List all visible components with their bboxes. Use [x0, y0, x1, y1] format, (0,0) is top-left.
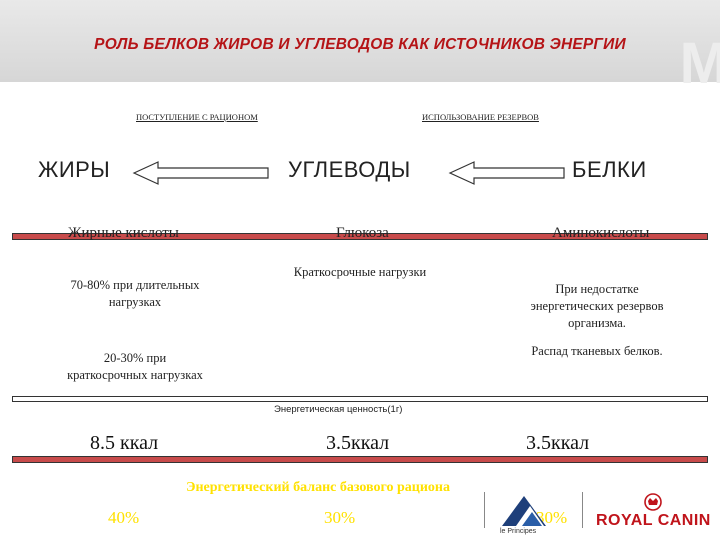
header-band: M РОЛЬ БЕЛКОВ ЖИРОВ И УГЛЕВОДОВ КАК ИСТО…	[0, 0, 720, 96]
fats-energy: 8.5 ккал	[90, 432, 159, 454]
proteins-percent: 30%	[536, 508, 568, 527]
carbs-percent: 30%	[324, 508, 356, 527]
fatty-acids-heading: Жирные кислоты	[68, 225, 179, 241]
glucose-heading: Глюкоза	[336, 225, 389, 241]
logo-divider	[484, 492, 485, 528]
proteins-breakdown-text: Распад тканевых белков.	[531, 344, 663, 358]
mountain-icon	[502, 496, 546, 526]
divider-bar-red	[12, 233, 708, 240]
divider-bar-red-bottom	[12, 456, 708, 463]
arrow-left-icon	[132, 161, 269, 185]
watermark: M	[679, 31, 720, 96]
fats-percent: 40%	[108, 508, 140, 527]
principes-logo: le Principes	[494, 488, 574, 540]
fats-word: ЖИРЫ	[38, 157, 111, 182]
proteins-text: При недостатке энергетических резервов о…	[530, 282, 664, 330]
page-title: РОЛЬ БЕЛКОВ ЖИРОВ И УГЛЕВОДОВ КАК ИСТОЧН…	[94, 36, 626, 53]
royal-canin-logo: ROYAL CANIN	[596, 512, 711, 529]
fats-text-long: 70-80% при длительных нагрузках	[70, 278, 200, 309]
energy-value-label: Энергетическая ценность(1г)	[274, 404, 403, 415]
arrow-left-icon	[448, 161, 565, 185]
proteins-word: БЕЛКИ	[572, 157, 647, 182]
carbs-text: Краткосрочные нагрузки	[293, 265, 427, 279]
intake-label: ПОСТУПЛЕНИЕ С РАЦИОНОМ	[136, 112, 258, 122]
reserves-label: ИСПОЛЬЗОВАНИЕ РЕЗЕРВОВ	[422, 112, 539, 122]
amino-acids-heading: Аминокислоты	[552, 225, 650, 241]
fats-text-short: 20-30% при краткосрочных нагрузках	[67, 351, 203, 382]
divider-bar-thin	[12, 396, 708, 402]
carbs-energy: 3.5ккал	[326, 432, 390, 454]
balance-title: Энергетический баланс базового рациона	[186, 480, 450, 495]
principes-caption: le Principes	[500, 528, 537, 535]
carbs-word: УГЛЕВОДЫ	[288, 157, 411, 182]
logo-divider	[582, 492, 583, 528]
royal-canin-crown-icon	[644, 493, 662, 511]
proteins-energy: 3.5ккал	[526, 432, 590, 454]
